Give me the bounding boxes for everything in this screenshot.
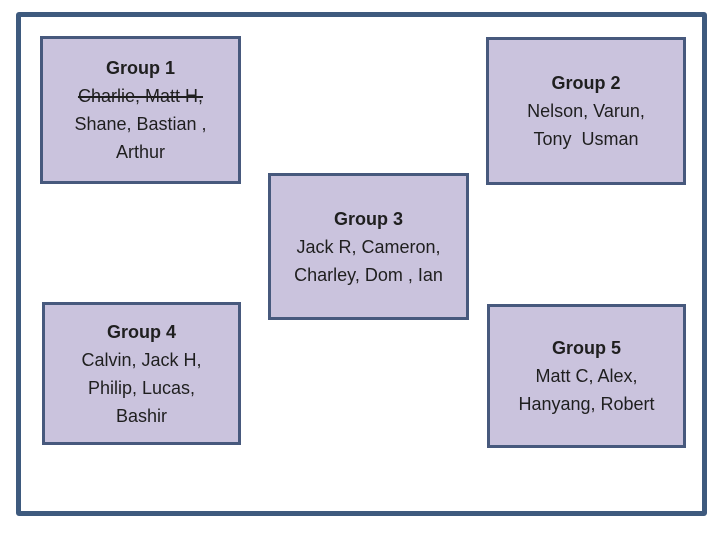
group-4-title: Group 4: [106, 321, 176, 342]
group-1-box[interactable]: Group 1 Charlie, Matt H, Shane, Bastian …: [40, 36, 241, 184]
group-5-title: Group 5: [551, 338, 621, 358]
group-4-members-line-2: Philip, Lucas,: [87, 377, 196, 398]
group-2-title: Group 2: [551, 73, 621, 93]
group-3-members-line-2: Charley, Dom , Ian: [294, 264, 443, 285]
group-4-members-line-1: Calvin, Jack H,: [81, 349, 202, 370]
group-5-members-line-1: Matt C, Alex,: [535, 366, 638, 386]
group-3-members-line-1: Jack R, Cameron,: [296, 236, 441, 257]
group-5-members-line-2: Hanyang, Robert: [518, 394, 655, 414]
group-5-box[interactable]: Group 5 Matt C, Alex, Hanyang, Robert: [487, 304, 686, 448]
group-2-box[interactable]: Group 2 Nelson, Varun, Tony Usman: [486, 37, 686, 185]
group-4-box[interactable]: Group 4 Calvin, Jack H, Philip, Lucas, B…: [42, 302, 241, 445]
group-2-members-line-1: Nelson, Varun,: [527, 101, 645, 121]
group-2-members-line-2: Tony Usman: [533, 129, 639, 149]
group-4-members-line-3: Bashir: [115, 405, 168, 426]
slide-outer-frame: [16, 12, 707, 516]
group-3-box[interactable]: Group 3 Jack R, Cameron, Charley, Dom , …: [268, 173, 469, 320]
group-1-members-line-3: Arthur: [115, 142, 166, 162]
group-1-title: Group 1: [105, 58, 175, 78]
group-1-members-line-1: Charlie, Matt H,: [77, 86, 204, 106]
group-3-title: Group 3: [333, 208, 403, 229]
group-1-members-line-2: Shane, Bastian ,: [74, 114, 207, 134]
